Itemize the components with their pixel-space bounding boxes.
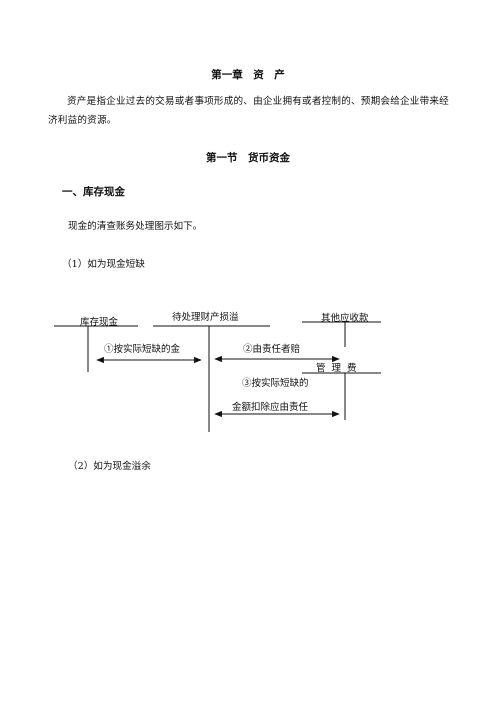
other-receivables-account-label: 其他应收款 [321,312,369,324]
case2-label: （2）如为现金溢余 [68,461,151,472]
body-text: 现金的清查账务处理图示如下。 [68,221,203,232]
subsection-title: 一、库存现金 [62,186,125,198]
section-title: 第一节 货币资金 [206,152,290,164]
cash-shortage-t-account-diagram: 库存现金 待处理财产损溢 其他应收款 管 理 费 ①按实际短缺的金 ②由责任者赔… [54,311,381,432]
step3-label-line1: ③按实际短缺的 [242,377,309,389]
step2-label: ②由责任者赔 [243,343,301,355]
admin-expenses-account-label: 管 理 费 [316,362,358,374]
cash-account-label: 库存现金 [80,316,119,328]
intro-paragraph: 资产是指企业过去的交易或者事项形成的、由企业拥有或者控制的、预期会给企业带来经济… [48,92,450,130]
pending-account-label: 待处理财产损溢 [172,311,239,323]
intro-text: 资产是指企业过去的交易或者事项形成的、由企业拥有或者控制的、预期会给企业带来经济… [48,96,449,126]
case1-label: （1）如为现金短缺 [62,259,145,270]
step1-label: ①按实际短缺的金 [104,343,181,355]
step3-label-line2: 金额扣除应由责任 [232,401,309,413]
chapter-title: 第一章 资 产 [211,69,285,81]
